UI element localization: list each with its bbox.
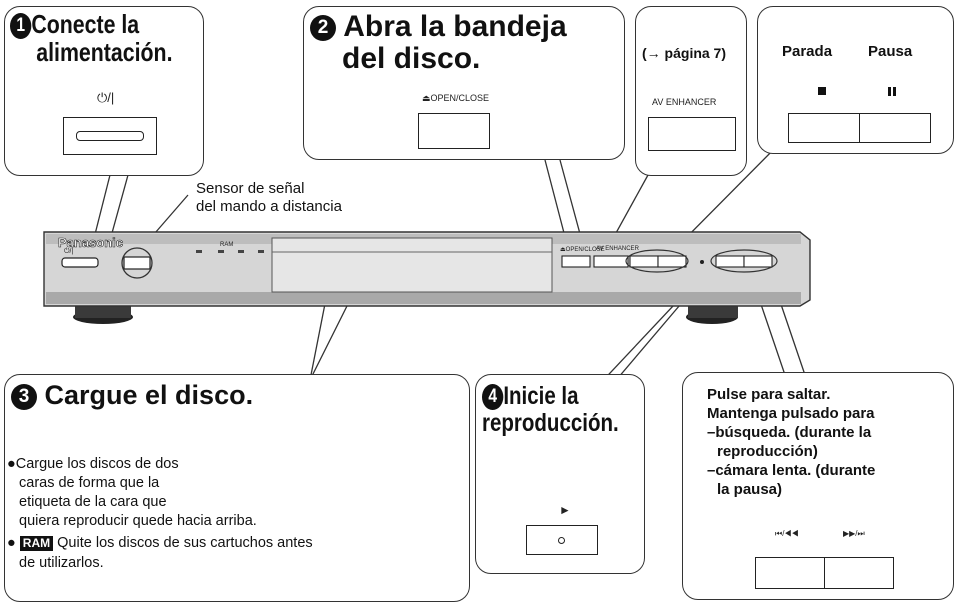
power-label: ⏻/|	[97, 90, 115, 105]
stop-button[interactable]	[788, 113, 860, 143]
step-number-1: 1	[10, 13, 32, 40]
device-open-label: ⏏OPEN/CLOSE	[560, 247, 605, 253]
dvd-player	[43, 231, 811, 307]
stop-icon	[818, 87, 826, 95]
step-number-2: 2	[310, 15, 336, 42]
brand-logo: Panasonic	[58, 235, 124, 251]
pause-button[interactable]	[859, 113, 931, 143]
play-icon: ►	[559, 503, 571, 517]
av-enhancer-label: AV ENHANCER	[652, 97, 717, 107]
device-ram-label: RAM	[220, 242, 234, 248]
load-bullet2-line1: ● RAM Quite los discos de sus cartuchos …	[7, 535, 313, 551]
stop-pause-box: Parada Pausa	[757, 6, 954, 154]
stop-label: Parada	[782, 43, 833, 60]
device-power-label: ⏻/|	[64, 248, 74, 255]
step-load-title: 3 Cargue el disco.	[11, 381, 253, 410]
skip-forward-label: ▶▶/⏭	[843, 529, 865, 538]
skip-line5: –cámara lenta. (durante	[707, 462, 876, 479]
ram-badge: RAM	[19, 536, 54, 551]
skip-forward-button[interactable]	[824, 557, 894, 589]
open-close-label: ⏏OPEN/CLOSE	[422, 93, 490, 103]
pause-icon	[888, 87, 897, 96]
skip-back-button[interactable]	[755, 557, 825, 589]
av-enhancer-box: (→ página 7) AV ENHANCER	[635, 6, 747, 176]
load-bullet1-line1: ●Cargue los discos de dos	[7, 456, 179, 472]
skip-back-label: ⏮/◀◀	[775, 529, 799, 538]
step-load-box: 3 Cargue el disco. ●Cargue los discos de…	[4, 374, 470, 602]
step-number-3: 3	[11, 383, 37, 410]
pause-label: Pausa	[868, 43, 913, 60]
sensor-label-line2: del mando a distancia	[196, 198, 342, 215]
skip-line1: Pulse para saltar.	[707, 386, 831, 403]
load-bullet1-line3: etiqueta de la cara que	[19, 494, 167, 510]
av-enhancer-button[interactable]	[648, 117, 736, 151]
load-bullet1-line4: quiera reproducir quede hacia arriba.	[19, 513, 257, 529]
skip-box: Pulse para saltar. Mantenga pulsado para…	[682, 372, 954, 600]
skip-line6: la pausa)	[717, 481, 783, 498]
load-bullet2-line2: de utilizarlos.	[19, 555, 104, 571]
page-reference: (→ página 7)	[642, 45, 727, 61]
step-number-4: 4	[482, 384, 504, 411]
play-button[interactable]	[526, 525, 598, 555]
skip-line4: reproducción)	[717, 443, 818, 460]
sensor-label-line1: Sensor de señal	[196, 180, 305, 197]
open-close-button[interactable]	[418, 113, 490, 149]
power-button[interactable]	[63, 117, 157, 155]
load-bullet1-line2: caras de forma que la	[19, 475, 160, 491]
device-feet	[73, 305, 738, 324]
device-enhancer-label: AV ENHANCER	[596, 246, 639, 252]
skip-line3: –búsqueda. (durante la	[707, 424, 872, 441]
skip-line2: Mantenga pulsado para	[707, 405, 875, 422]
